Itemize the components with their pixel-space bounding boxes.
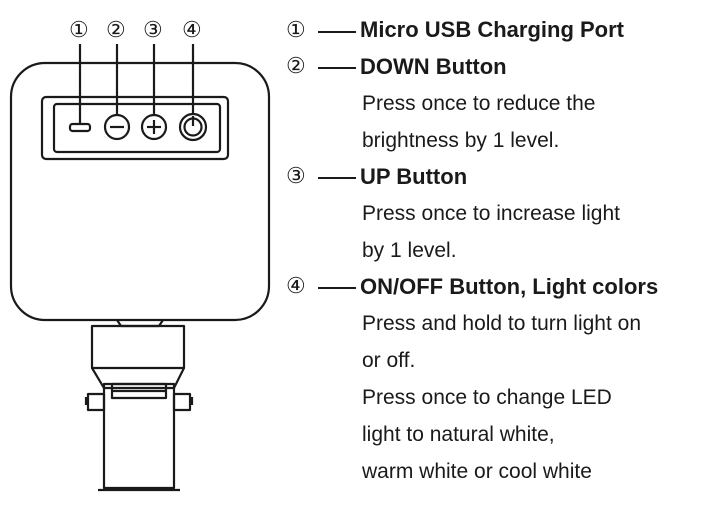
legend-marker-2: ② — [286, 54, 306, 79]
mount-upper — [90, 324, 186, 370]
legend-marker-1: ① — [286, 18, 306, 43]
legend-marker-4: ④ — [286, 274, 306, 299]
legend-desc-power-3: Press once to change LED — [362, 386, 612, 409]
legend-marker-3: ③ — [286, 164, 306, 189]
legend-title-usb-port: Micro USB Charging Port — [360, 17, 625, 42]
legend-title-up-button: UP Button — [360, 164, 468, 189]
device-label-2: ② — [106, 18, 126, 43]
legend-dash-2 — [318, 67, 356, 69]
clamp-block — [102, 382, 176, 490]
device-label-1: ① — [69, 18, 89, 43]
usb-port-graphic — [68, 122, 92, 133]
legend-desc-down-1: Press once to reduce the — [362, 92, 596, 115]
device-label-3: ③ — [143, 18, 163, 43]
control-panel — [40, 95, 230, 161]
legend-title-power-button: ON/OFF Button, Light colors — [360, 274, 659, 299]
legend-desc-up-2: by 1 level. — [362, 239, 457, 262]
control-panel-inner — [52, 102, 222, 154]
clamp-tab-right — [172, 392, 192, 412]
legend-dash-4 — [318, 287, 356, 289]
legend-dash-1 — [318, 31, 356, 33]
legend-desc-power-2: or off. — [362, 349, 416, 372]
legend-desc-up-1: Press once to increase light — [362, 202, 620, 225]
legend-desc-power-1: Press and hold to turn light on — [362, 312, 642, 335]
device-label-4: ④ — [182, 18, 202, 43]
clamp-tab-left — [86, 392, 106, 412]
light-body — [9, 61, 271, 322]
legend-desc-power-5: warm white or cool white — [362, 460, 592, 483]
legend-desc-power-4: light to natural white, — [362, 423, 555, 446]
mount-flare — [91, 367, 185, 390]
legend-desc-down-2: brightness by 1 level. — [362, 129, 560, 152]
legend-title-down-button: DOWN Button — [360, 54, 507, 79]
legend-dash-3 — [318, 177, 356, 179]
